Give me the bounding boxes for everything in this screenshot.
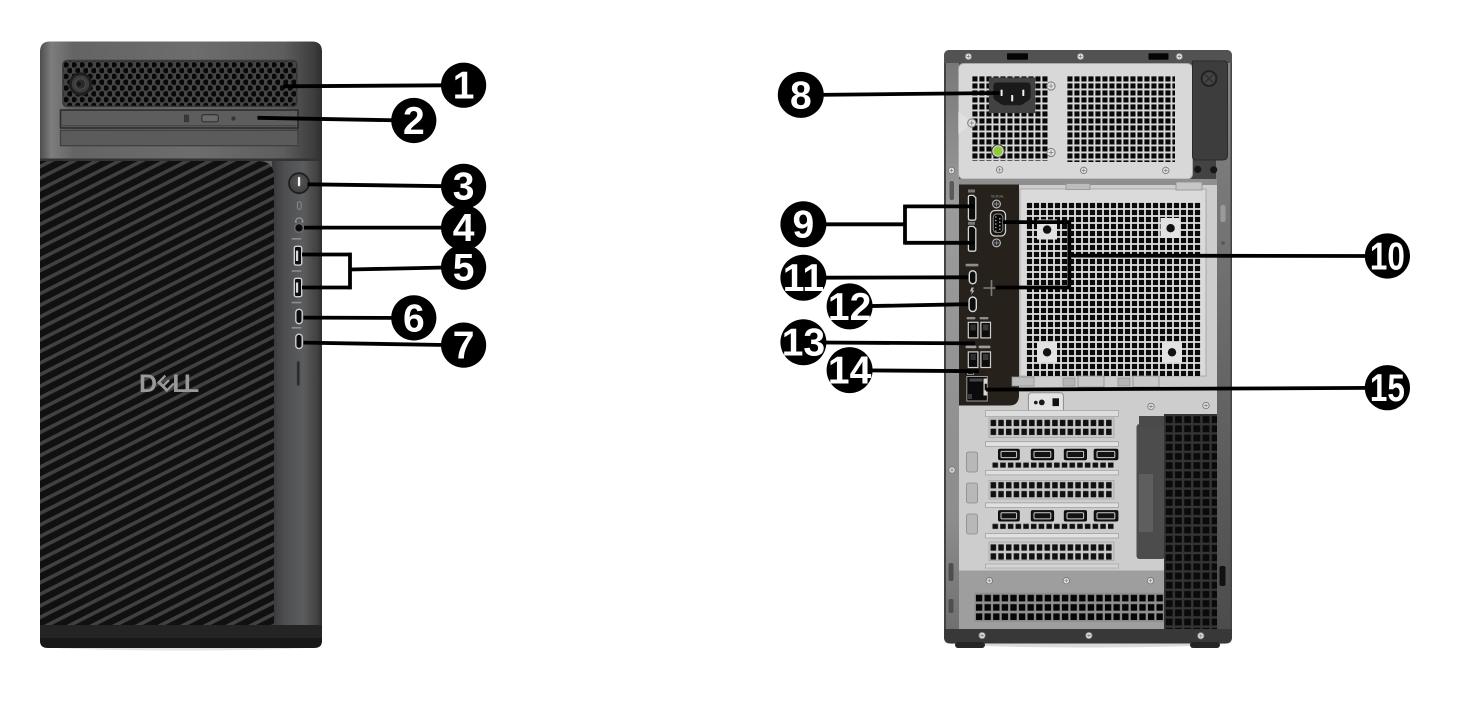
svg-text:6: 6: [403, 297, 425, 340]
svg-text:5: 5: [453, 247, 475, 290]
svg-text:D: D: [139, 370, 157, 398]
svg-text:10: 10: [1370, 235, 1405, 278]
svg-text:L: L: [172, 370, 187, 398]
svg-text:14: 14: [828, 350, 872, 393]
svg-text:12: 12: [828, 286, 871, 329]
svg-text:2: 2: [403, 100, 425, 143]
svg-text:SERIAL: SERIAL: [991, 195, 1005, 199]
svg-text:13: 13: [782, 322, 825, 365]
svg-text:8: 8: [790, 74, 812, 117]
svg-text:7: 7: [453, 325, 475, 368]
svg-text:9: 9: [793, 204, 815, 247]
svg-text:4: 4: [453, 207, 475, 250]
svg-text:11: 11: [783, 257, 824, 300]
svg-text:3: 3: [453, 166, 475, 209]
svg-text:15: 15: [1370, 367, 1405, 410]
svg-text:L: L: [184, 370, 199, 398]
svg-text:1: 1: [453, 65, 475, 108]
